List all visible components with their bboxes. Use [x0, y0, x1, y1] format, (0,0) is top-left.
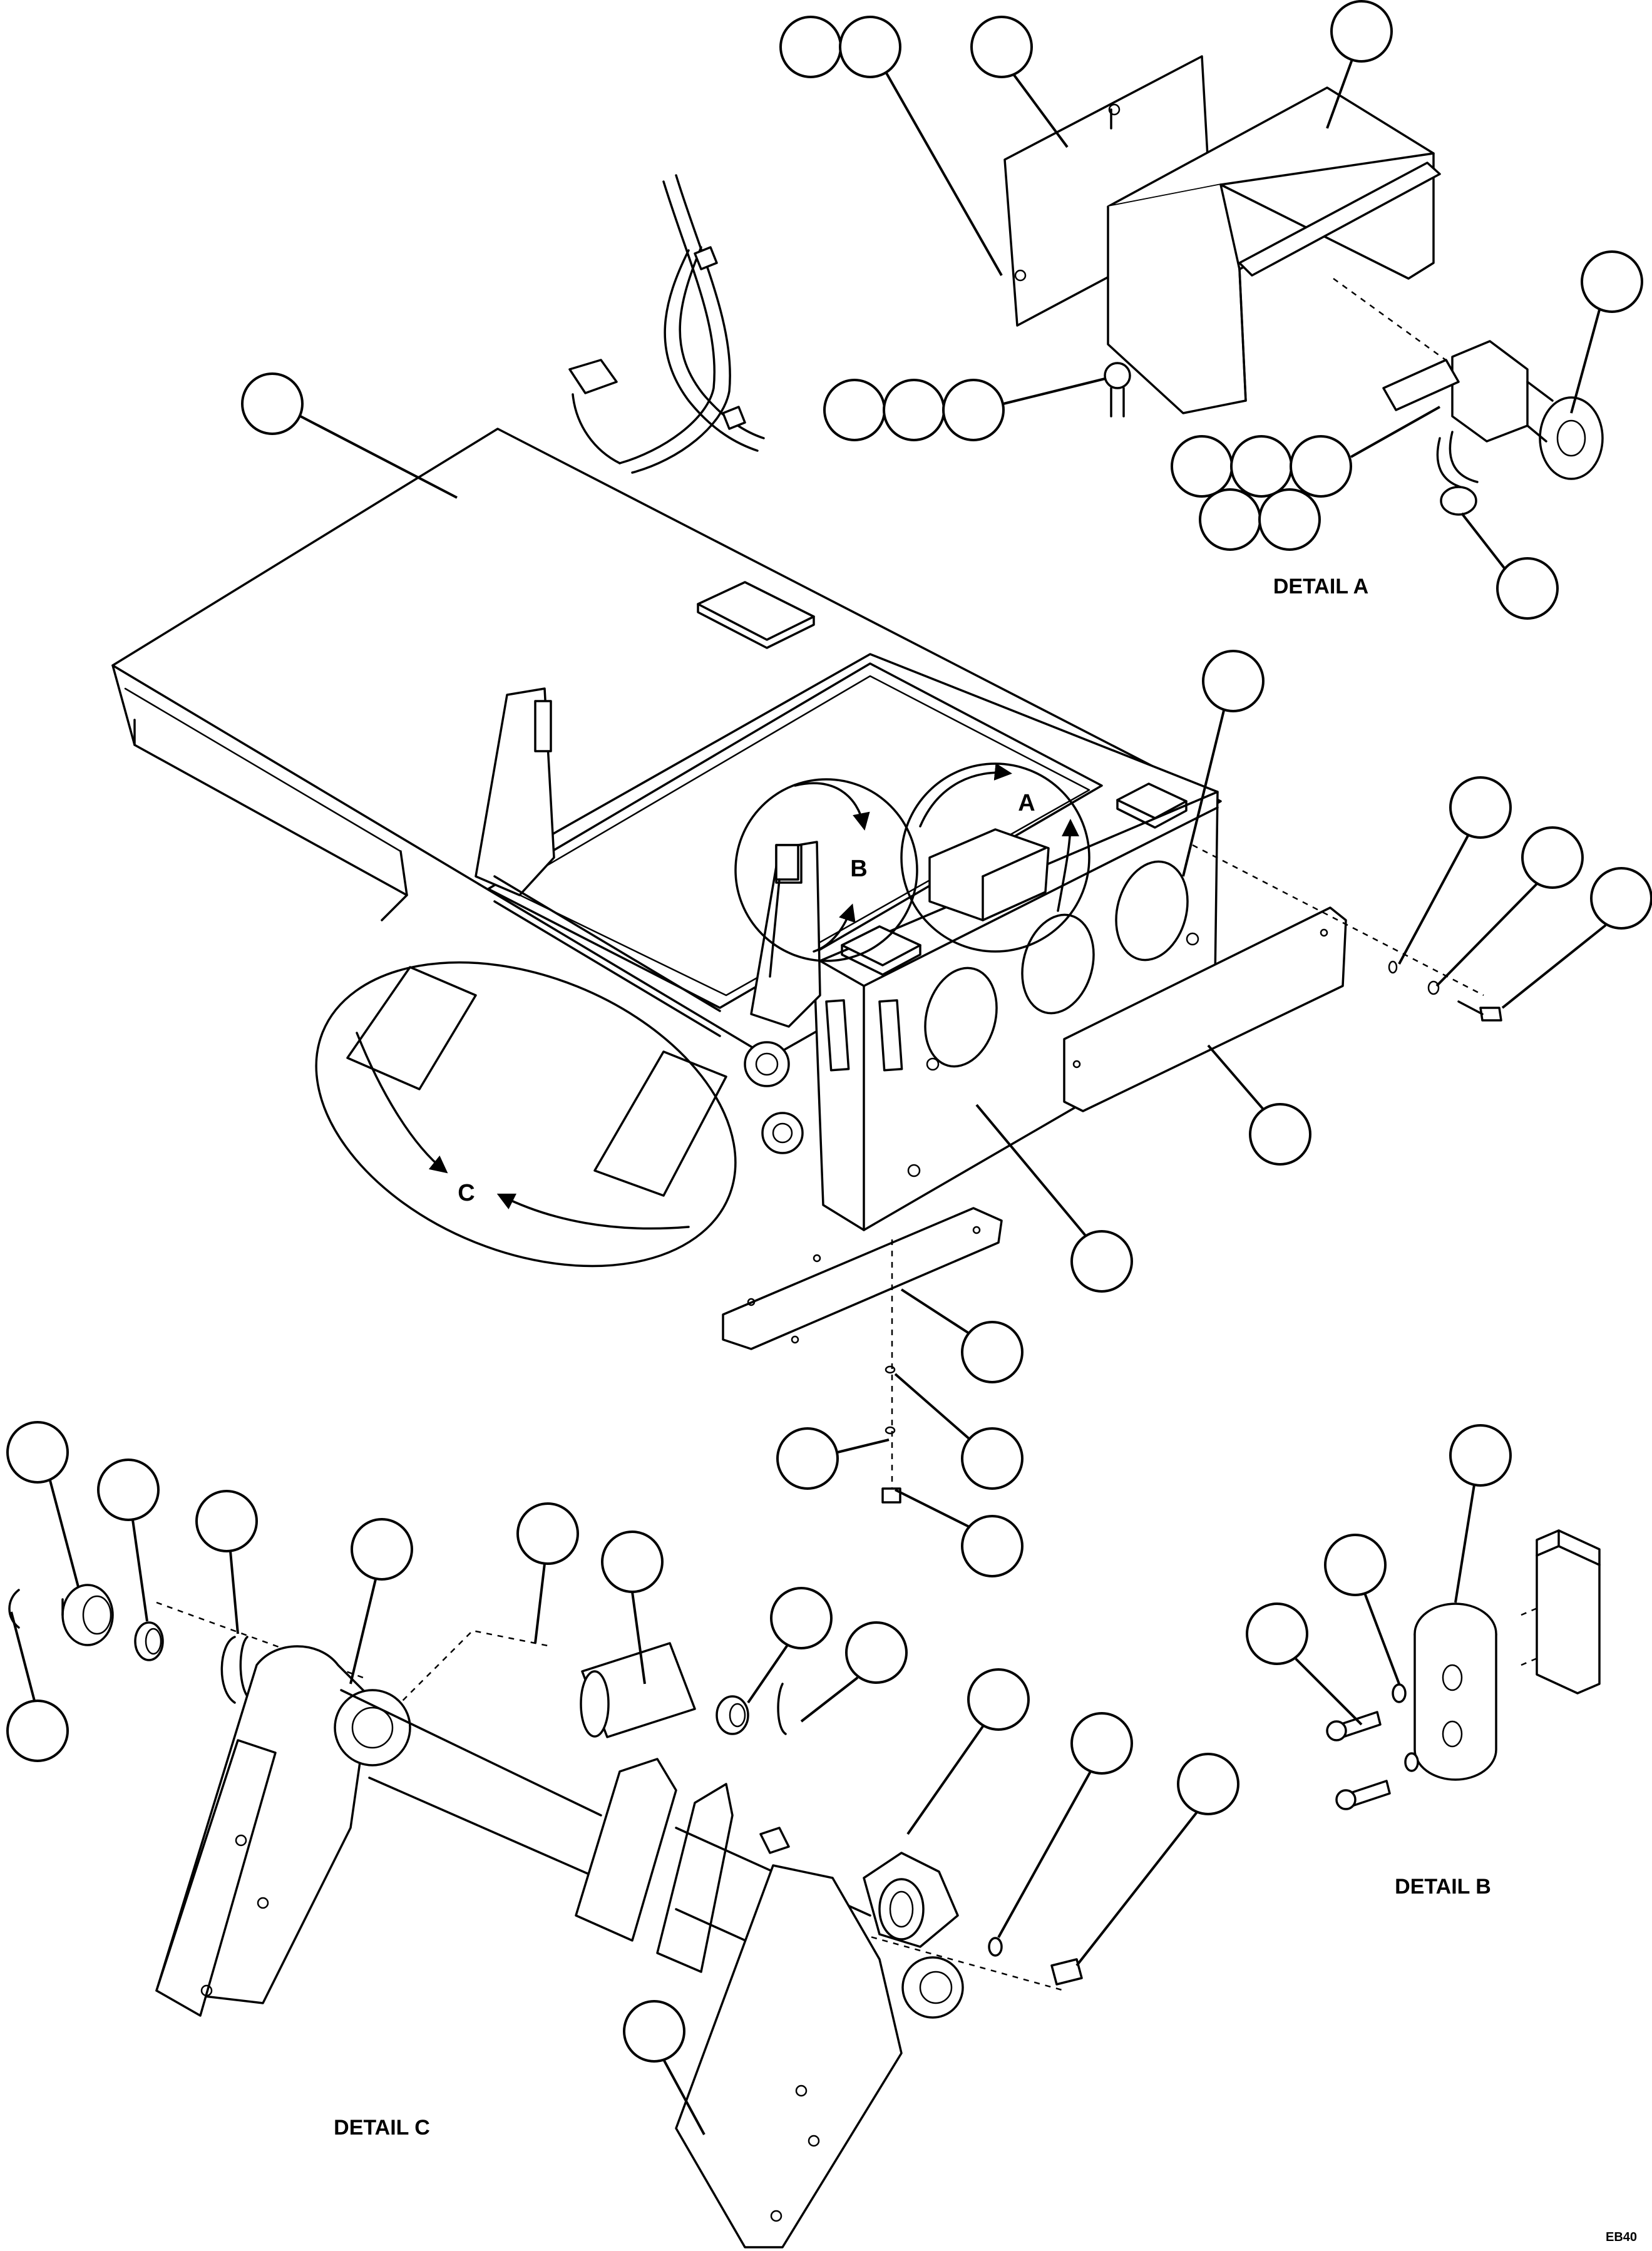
item-balloon	[241, 372, 304, 435]
item-balloon	[961, 1515, 1024, 1577]
detail-b-title: DETAIL B	[1395, 1875, 1491, 1899]
item-balloon	[1070, 1712, 1133, 1775]
item-balloon	[1177, 1753, 1239, 1815]
item-balloon	[942, 379, 1005, 441]
side-cover-plate	[1063, 906, 1347, 1112]
detail-a-assembly	[1003, 55, 1604, 516]
item-balloon	[1330, 0, 1393, 63]
item-balloon	[776, 1427, 839, 1490]
item-balloon	[1246, 1602, 1308, 1665]
item-balloon	[845, 1621, 908, 1684]
detail-a-title: DETAIL A	[1273, 575, 1368, 598]
item-balloon	[961, 1321, 1024, 1383]
item-balloon	[1230, 435, 1293, 498]
item-balloon	[961, 1427, 1024, 1490]
detail-b-assembly	[1326, 1529, 1601, 1810]
item-balloon	[1590, 867, 1652, 930]
item-balloon	[970, 16, 1033, 78]
bottom-plate	[722, 1207, 1003, 1350]
item-balloon	[1258, 488, 1321, 551]
item-balloon	[516, 1502, 579, 1565]
detail-c-title: DETAIL C	[334, 2116, 430, 2140]
callout-letter-a: A	[1018, 790, 1035, 816]
item-balloon	[770, 1587, 833, 1649]
item-balloon	[779, 16, 842, 78]
item-balloon	[1496, 557, 1559, 620]
item-balloon	[195, 1490, 258, 1552]
item-balloon	[1070, 1230, 1133, 1293]
item-balloon	[97, 1459, 160, 1521]
item-balloon	[1290, 435, 1352, 498]
detail-c-assembly	[8, 1584, 1083, 2248]
figure-code: EB40	[1606, 2230, 1637, 2244]
item-balloon	[1449, 776, 1512, 839]
item-balloon	[1324, 1534, 1387, 1596]
item-balloon	[1449, 1424, 1512, 1487]
item-balloon	[601, 1531, 664, 1593]
item-balloon	[1521, 826, 1584, 889]
item-balloon	[6, 1700, 69, 1762]
item-balloon	[1249, 1103, 1311, 1166]
item-balloon	[839, 16, 901, 78]
item-balloon	[1199, 488, 1261, 551]
bottom-plate-fasteners	[881, 1365, 901, 1504]
item-balloon	[883, 379, 945, 441]
item-balloon	[1202, 650, 1265, 712]
callout-letter-b: B	[850, 856, 867, 882]
item-balloon	[1171, 435, 1233, 498]
item-balloon	[823, 379, 886, 441]
item-balloon	[623, 2000, 685, 2063]
item-balloon	[351, 1518, 413, 1581]
item-balloon	[6, 1421, 69, 1484]
item-balloons	[6, 0, 1652, 2135]
detail-callout-circles	[315, 762, 1090, 1268]
main-assembly	[111, 174, 1222, 1231]
item-balloon	[967, 1668, 1030, 1731]
item-balloon	[1581, 250, 1643, 313]
side-plate-fasteners	[1388, 960, 1502, 1022]
callout-letter-c: C	[458, 1180, 475, 1206]
